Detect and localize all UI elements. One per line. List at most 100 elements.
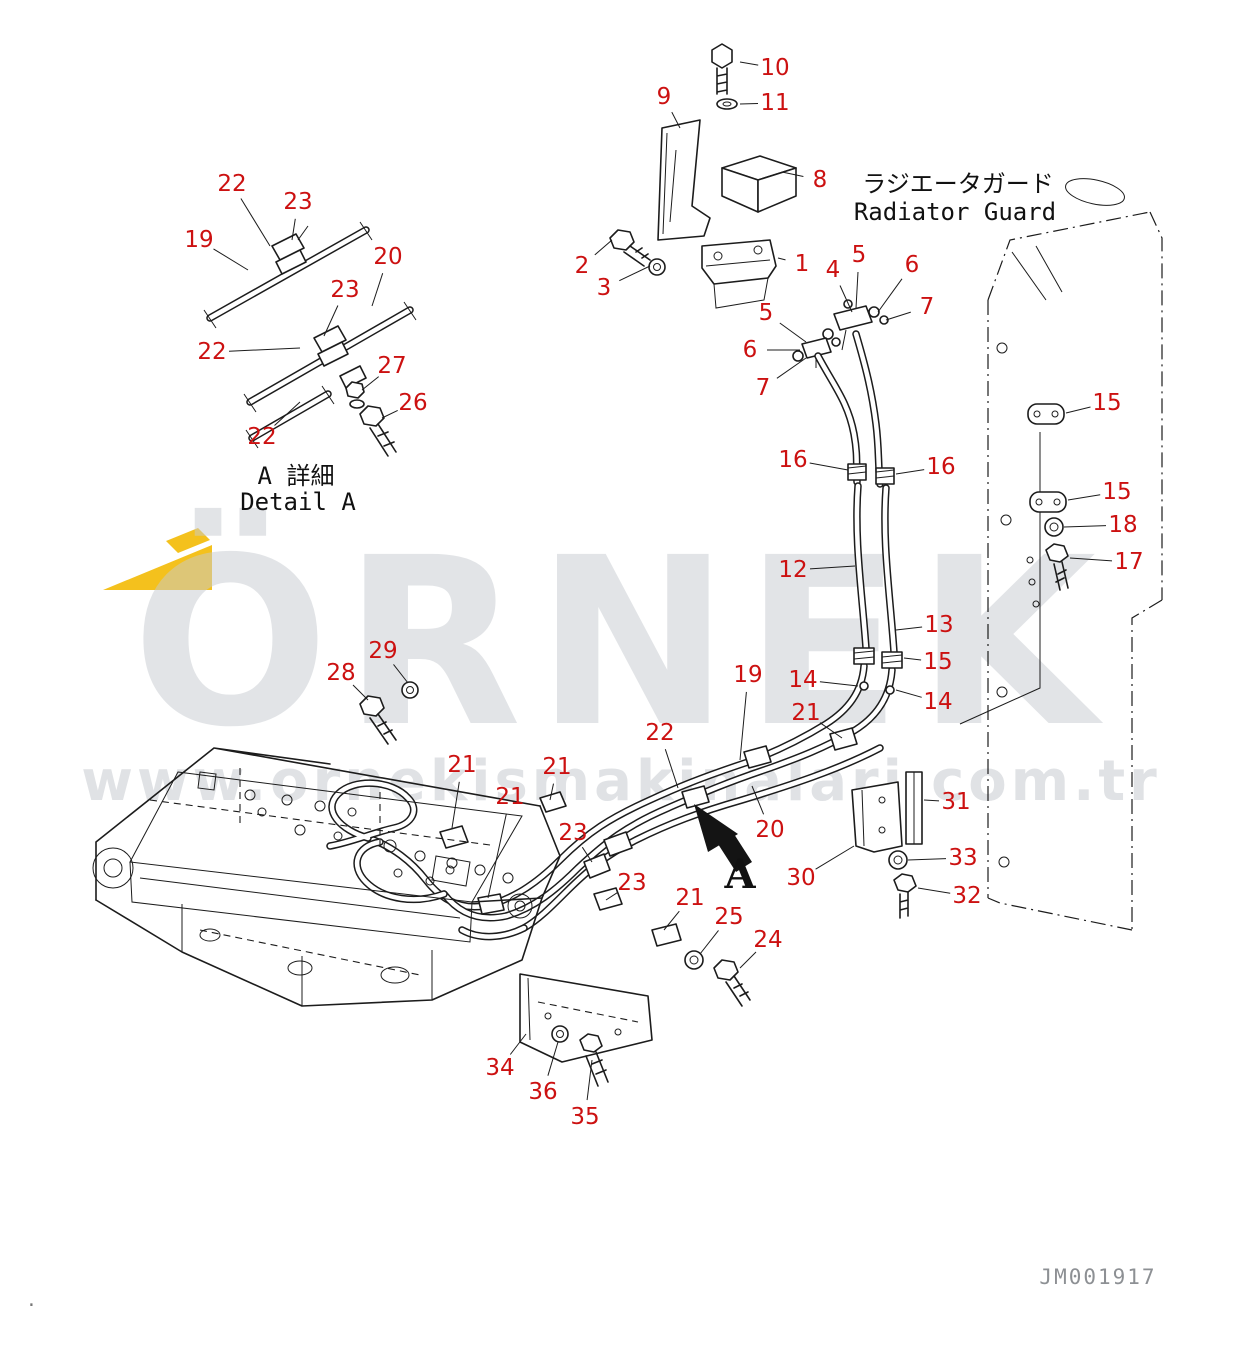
leader-line [819,681,859,687]
callout-15: 15 [923,649,952,675]
callout-15: 15 [1092,390,1121,416]
label-detail-a-jp: A 詳細 [258,462,335,490]
washer-36 [551,1025,569,1043]
label-detail-a-en: Detail A [240,488,356,516]
detail-a-assembly [203,221,417,457]
leader-line [1063,525,1107,528]
callout-6: 6 [905,252,920,278]
leader-line [877,278,903,313]
callout-36: 36 [528,1079,557,1105]
leader-line [663,910,680,931]
leader-line [699,930,719,955]
callout-14: 14 [788,667,817,693]
leader-line [323,305,339,337]
bolt-17 [1045,543,1069,591]
watermark-logo-slash [166,528,210,553]
plate-9 [657,119,711,241]
callout-27: 27 [377,353,406,379]
callout-22: 22 [247,424,276,450]
hose-fitting-16-right [875,467,895,485]
leader-line [291,218,296,241]
callout-9: 9 [657,84,672,110]
washer-33 [888,850,908,870]
guard-clamp-15-lower [1029,491,1067,513]
leader-line [274,401,301,426]
callout-35: 35 [570,1104,599,1130]
leader-line [671,111,681,129]
callout-14: 14 [923,689,952,715]
watermark-url: www.ornekismakinalari.com.tr [81,749,1161,814]
section-arrow [694,804,752,872]
callout-25: 25 [714,904,743,930]
bolt-10 [711,43,733,95]
callout-2: 2 [575,253,590,279]
guard-clamp-15-upper [1027,403,1065,425]
leader-line [549,783,554,801]
leader-line [509,1033,527,1055]
leader-lines [213,61,1113,1101]
leader-line [619,265,651,282]
callout-13: 13 [924,612,953,638]
bolt-32 [893,873,917,919]
leader-line [895,469,925,475]
callout-34: 34 [485,1055,514,1081]
leader-line [1067,494,1101,501]
callout-17: 17 [1114,549,1143,575]
pipe-clamps [439,727,858,947]
callout-5: 5 [852,242,867,268]
leader-line [917,887,951,894]
hose-fitting-15-left [853,647,875,665]
leader-line [779,322,807,343]
leader-line [895,689,922,698]
leader-line [776,357,807,379]
callout-23: 23 [558,820,587,846]
callout-16: 16 [778,447,807,473]
callout-21: 21 [675,885,704,911]
leader-line [777,257,786,261]
callout-20: 20 [755,817,784,843]
radiator-guard-outline [959,178,1163,931]
callout-15: 15 [1102,479,1131,505]
leader-line [907,858,947,861]
callout-28: 28 [326,660,355,686]
leader-line [664,749,679,789]
bracket-1 [701,239,777,309]
corner-mark: . [26,1290,37,1311]
leader-line [487,813,507,899]
washer-3 [648,258,666,276]
leader-line [751,785,765,815]
leader-line [815,845,855,870]
leader-line [895,626,923,631]
callout-19: 19 [733,662,762,688]
callout-32: 32 [952,883,981,909]
leader-line [605,891,619,901]
washer-25 [684,950,704,970]
leader-line [361,376,380,391]
leader-line [1065,406,1091,414]
callout-10: 10 [760,55,789,81]
bolt-35 [579,1033,609,1087]
callout-23: 23 [617,870,646,896]
washer-11 [716,98,738,110]
leader-line [451,781,460,829]
block-8 [721,155,797,213]
washer-29 [401,681,419,699]
o-ring-14-left [859,681,869,691]
callout-33: 33 [948,845,977,871]
leader-line [819,722,843,739]
label-radiator-guard-jp: ラジエータガード [862,170,1054,198]
label-radiator-guard-en: Radiator Guard [854,198,1056,226]
leader-line [809,565,856,570]
leader-line [923,799,940,802]
leader-line [594,239,613,256]
watermark-brand: ÖRNEK [132,507,1110,778]
leader-line [581,846,593,863]
callout-11: 11 [760,90,789,116]
callout-26: 26 [398,390,427,416]
callout-23: 23 [330,277,359,303]
leader-line [855,271,859,309]
callout-22: 22 [217,171,246,197]
